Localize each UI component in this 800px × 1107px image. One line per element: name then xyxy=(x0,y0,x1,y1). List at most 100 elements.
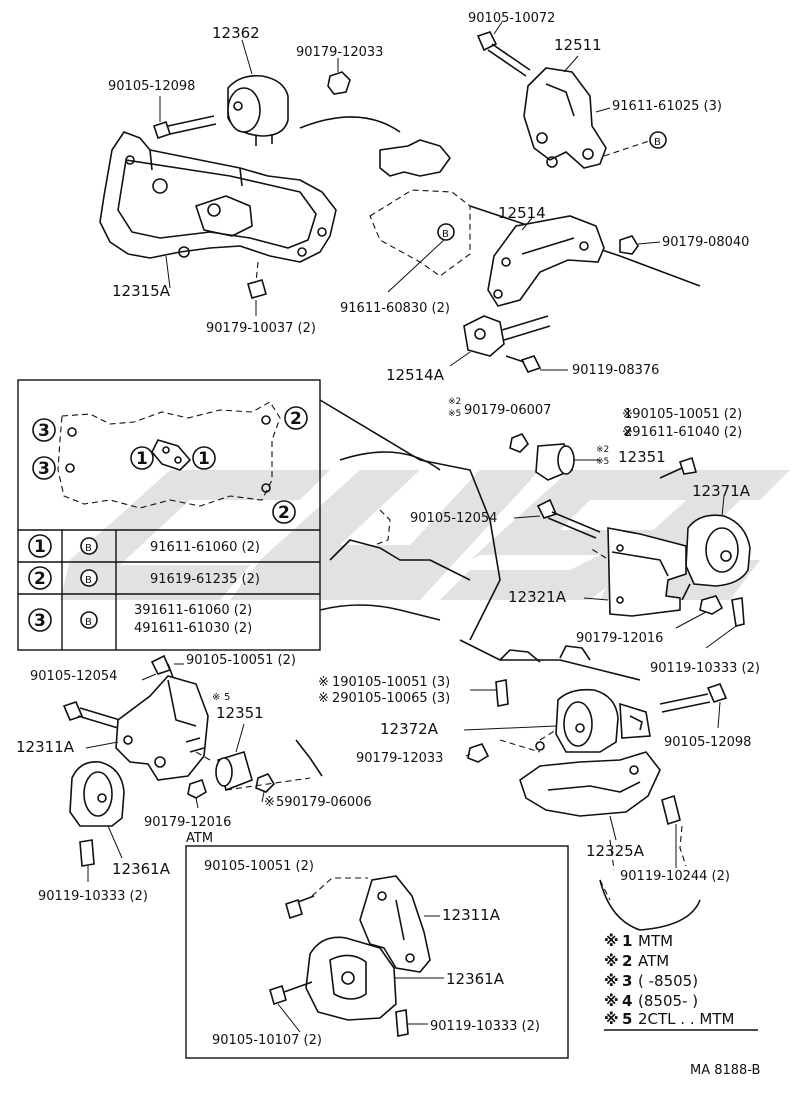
nut-90179-12033-mid xyxy=(467,743,490,763)
bolt-90105-10107 xyxy=(269,981,313,1006)
label-12325A: 12325A xyxy=(586,842,645,860)
label-91611-61025: 91611-61025 (3) xyxy=(612,99,722,114)
svg-text:1: 1 xyxy=(34,537,46,557)
label-90119-10244: 90119-10244 (2) xyxy=(620,869,730,884)
svg-text:※5: ※5 xyxy=(448,409,461,419)
svg-text:※: ※ xyxy=(604,932,619,950)
nut-90179-08040 xyxy=(619,235,639,255)
label-90105-12054-mid: 90105-12054 xyxy=(410,511,497,526)
label-91611-60830: 91611-60830 (2) xyxy=(340,301,450,316)
label-ATM: ATM xyxy=(186,831,213,846)
note-5-num: 5 xyxy=(622,1010,632,1028)
label-90179-12033-mid: 90179-12033 xyxy=(356,751,443,766)
leader-lines xyxy=(85,21,737,1033)
label-90119-10333-mid: 90119-10333 (2) xyxy=(650,661,760,676)
mark-2-a: 2 xyxy=(290,409,302,429)
label-12351-left: 12351 xyxy=(216,704,264,722)
label-12372A: 12372A xyxy=(380,720,439,738)
svg-text:※2: ※2 xyxy=(596,445,609,455)
svg-text:※: ※ xyxy=(604,952,619,970)
svg-text:B: B xyxy=(85,617,92,628)
bracket-12514A xyxy=(463,315,551,357)
nut-90179-12033-top xyxy=(327,71,351,95)
mark-2-b: 2 xyxy=(278,503,290,523)
bolt-90105-10051-inset xyxy=(285,877,368,920)
bolt-90119-10244 xyxy=(661,794,681,826)
label-90105-10072: 90105-10072 xyxy=(468,11,555,26)
mount-12361A-left xyxy=(69,761,125,827)
bolt-90105-12098-top xyxy=(152,115,217,140)
label-90119-08376: 90119-08376 xyxy=(572,363,659,378)
svg-text:※: ※ xyxy=(212,692,220,703)
svg-text:※: ※ xyxy=(622,407,633,422)
label-90179-12016-left: 90179-12016 xyxy=(144,815,231,830)
note-1-num: 1 xyxy=(622,932,632,950)
note-3-num: 3 xyxy=(622,972,632,990)
cushion-12351-top xyxy=(535,443,575,481)
label-90105-10051-c: 190105-10051 (3) xyxy=(332,675,450,690)
label-90105-10051-b: 90105-10051 (2) xyxy=(186,653,296,668)
notes-legend: ※ 1 MTM ※ 2 ATM ※ 3 ( -8505) ※ 4 (8505- … xyxy=(604,932,758,1031)
svg-text:B: B xyxy=(85,575,92,586)
bracket-12321A xyxy=(589,527,687,617)
svg-text:B: B xyxy=(85,543,92,554)
bracket-12514 xyxy=(487,215,605,307)
bolt-90119-10333-inset xyxy=(395,1009,409,1037)
label-91611-61040: 291611-61040 (2) xyxy=(624,425,742,440)
svg-text:391611-61060 (2): 391611-61060 (2) xyxy=(134,603,252,618)
svg-text:※: ※ xyxy=(604,972,619,990)
svg-text:※5: ※5 xyxy=(596,457,609,467)
table-row-2: 2 B 91619-61235 (2) xyxy=(28,566,260,590)
label-90179-10037: 90179-10037 (2) xyxy=(206,321,316,336)
label-12361A-inset: 12361A xyxy=(446,970,505,988)
bolt-90105-10051-a xyxy=(659,456,698,479)
note-2-text: ATM xyxy=(638,952,669,970)
table-row-1: 1 B 91611-61060 (2) xyxy=(28,534,260,558)
footer-code: MA 8188-B xyxy=(690,1063,760,1078)
note-1-text: MTM xyxy=(638,932,673,950)
bolt-b-91611-61025: B xyxy=(649,131,667,149)
label-90179-12033-top: 90179-12033 xyxy=(296,45,383,60)
table-row-3: 3 B 391611-61060 (2) 491611-61030 (2) xyxy=(28,603,252,636)
bracket-12315A xyxy=(99,131,337,263)
svg-text:※: ※ xyxy=(264,795,275,810)
svg-text:B: B xyxy=(442,229,449,240)
label-90105-10051-inset: 90105-10051 (2) xyxy=(204,859,314,874)
transaxle-case xyxy=(299,116,701,287)
svg-text:※: ※ xyxy=(318,691,329,706)
svg-text:※: ※ xyxy=(622,425,633,440)
label-12311A-left: 12311A xyxy=(16,738,75,756)
part-labels: 12362 90179-12033 90105-12098 12315A 901… xyxy=(16,11,760,1048)
label-90105-10107: 90105-10107 (2) xyxy=(212,1033,322,1048)
label-90119-10333-inset: 90119-10333 (2) xyxy=(430,1019,540,1034)
nut-90179-12016-mid xyxy=(699,595,724,615)
label-90105-10065: 290105-10065 (3) xyxy=(332,691,450,706)
label-12315A: 12315A xyxy=(112,282,171,300)
mark-1-b: 1 xyxy=(198,449,210,469)
bracket-12311A-inset xyxy=(359,875,431,973)
label-90179-08040: 90179-08040 xyxy=(662,235,749,250)
label-90105-12098-right: 90105-12098 xyxy=(664,735,751,750)
label-12371A: 12371A xyxy=(692,482,751,500)
bolt-90105-10072 xyxy=(476,31,531,77)
bracket-12325A xyxy=(519,741,661,817)
bracket-12511 xyxy=(523,67,607,169)
label-90179-06006: 590179-06006 xyxy=(276,795,372,810)
mount-12361A-inset xyxy=(305,936,397,1021)
bolt-90105-12054-mid xyxy=(536,498,601,539)
bolt-90105-12054-left xyxy=(62,701,121,729)
bolt-90119-08376 xyxy=(505,355,542,373)
note-5-text: 2CTL . . MTM xyxy=(638,1010,734,1028)
label-12511: 12511 xyxy=(554,36,602,54)
note-2-num: 2 xyxy=(622,952,632,970)
label-90105-12098-top: 90105-12098 xyxy=(108,79,195,94)
atm-inset-box xyxy=(185,845,569,1059)
bolt-90105-12098-right xyxy=(659,683,728,713)
bolt-90119-10333-mid xyxy=(731,597,745,627)
svg-text:※: ※ xyxy=(318,675,329,690)
svg-text:B: B xyxy=(654,137,661,148)
nut-90179-12016-left xyxy=(187,778,207,799)
svg-text:3: 3 xyxy=(34,611,46,631)
